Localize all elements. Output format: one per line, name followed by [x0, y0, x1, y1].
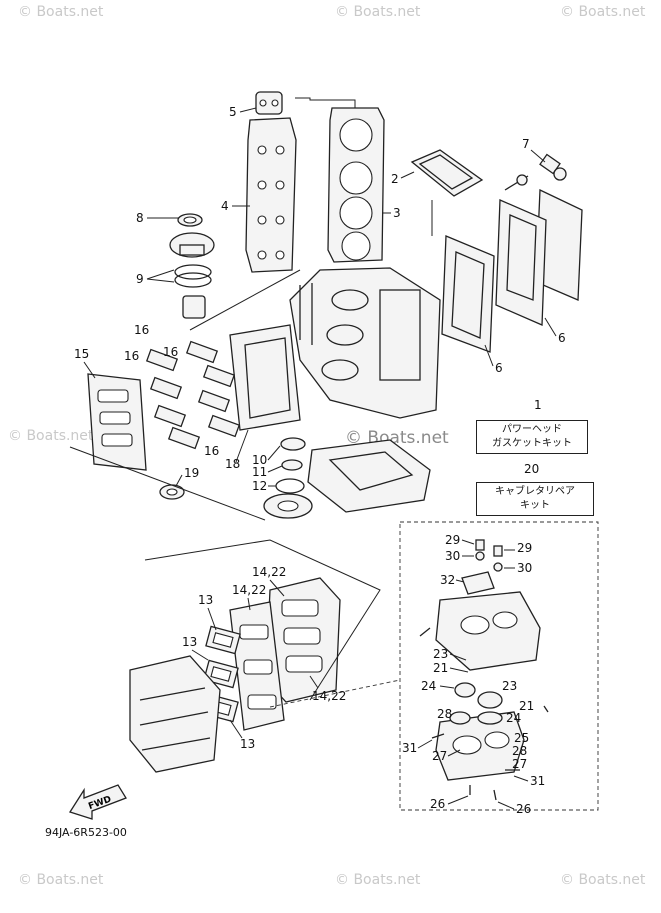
- part-7-fasteners: [504, 153, 567, 191]
- part-4-cover: [245, 117, 297, 273]
- part-2-gasket: [410, 149, 484, 197]
- callout-27a: 27: [432, 749, 447, 763]
- carburetor-top: [435, 571, 541, 671]
- kit-20-number: 20: [524, 462, 540, 476]
- screws-and-jets: [419, 539, 549, 801]
- callout-28a: 28: [437, 707, 452, 721]
- callout-21a: 21: [433, 661, 448, 675]
- callout-11: 11: [252, 465, 267, 479]
- kit-20-box: キャブレタリペア キット: [476, 482, 594, 516]
- part-8-seal: [177, 213, 203, 227]
- kit-20-line-1: キャブレタリペア: [495, 486, 575, 497]
- kit-1-line-1: パワーヘッド: [502, 424, 562, 435]
- callout-3: 3: [393, 206, 401, 220]
- callout-25a: 26: [430, 797, 445, 811]
- callout-29b: 29: [517, 541, 532, 555]
- callout-16c: 16: [163, 345, 178, 359]
- float-parts: [449, 682, 503, 725]
- part-9-housing: [169, 232, 215, 319]
- callout-15: 15: [74, 347, 89, 361]
- watermark-bottom-left: © Boats.net: [18, 872, 104, 888]
- callout-4: 4: [221, 199, 229, 213]
- part-19-gasket: [159, 484, 185, 500]
- carburetor-bowl: [435, 711, 525, 781]
- fwd-arrow: [68, 784, 127, 820]
- watermark-bottom-center: © Boats.net: [335, 872, 421, 888]
- callout-6b: 6: [495, 361, 503, 375]
- callout-9: 9: [136, 272, 144, 286]
- watermark-top-right: © Boats.net: [560, 4, 646, 20]
- carburetor-group-box: [399, 521, 599, 811]
- callout-14-22c: 14,22: [312, 689, 346, 703]
- callout-13a: 13: [198, 593, 213, 607]
- callout-21b: 21: [519, 699, 534, 713]
- part-10-11-12-seals: [263, 437, 313, 519]
- part-14-22-gasket: [229, 601, 285, 731]
- callout-23a: 23: [433, 647, 448, 661]
- part-15-intake-plate: [87, 373, 147, 471]
- kit-20-line-2: キット: [520, 500, 550, 511]
- callout-28b: 28: [512, 744, 527, 758]
- base-gasket: [307, 439, 431, 513]
- callout-24a: 24: [421, 679, 436, 693]
- callout-14-22b: 14,22: [232, 583, 266, 597]
- callout-24b: 24: [506, 711, 521, 725]
- watermark-mid-left: © Boats.net: [8, 428, 94, 444]
- watermark-bottom-right: © Boats.net: [560, 872, 646, 888]
- callout-16b: 16: [124, 349, 139, 363]
- callout-31a: 31: [402, 741, 417, 755]
- callout-23b: 23: [502, 679, 517, 693]
- callout-6a: 6: [558, 331, 566, 345]
- group-line-head: [295, 97, 356, 108]
- callout-13c: 13: [240, 737, 255, 751]
- group-line-intake: [69, 446, 381, 701]
- diagram-code: 94JA-6R523-00: [45, 826, 127, 839]
- callout-32: 32: [440, 573, 455, 587]
- callout-27b: 27: [512, 757, 527, 771]
- callout-26: 25: [514, 731, 529, 745]
- part-3-head-gasket: [327, 107, 385, 263]
- part-5-cap: [255, 91, 283, 115]
- callout-numbers: 5 4 3 2 7 6 6 8 9 15 16 16 16 16 18: [74, 105, 566, 816]
- callout-31b: 31: [530, 774, 545, 788]
- callout-16a: 16: [134, 323, 149, 337]
- callout-2: 2: [391, 172, 399, 186]
- callout-8: 8: [136, 211, 144, 225]
- kit-1-number: 1: [534, 398, 542, 412]
- watermark-top-left: © Boats.net: [18, 4, 104, 20]
- kit-1-box: パワーヘッド ガスケットキット: [476, 420, 588, 454]
- callout-30a: 30: [445, 549, 460, 563]
- callout-25b: 26: [516, 802, 531, 816]
- callout-19: 19: [184, 466, 199, 480]
- callout-29a: 29: [445, 533, 460, 547]
- callout-14-22a: 14,22: [252, 565, 286, 579]
- part-16-gaskets: [145, 340, 241, 450]
- part-6-exhaust-gaskets: [441, 188, 583, 353]
- engine-block: [229, 267, 441, 431]
- callout-30b: 30: [517, 561, 532, 575]
- kit-1-line-2: ガスケットキット: [492, 438, 572, 449]
- callout-16d: 16: [204, 444, 219, 458]
- group-line-bearing: [189, 269, 301, 331]
- callout-12: 12: [252, 479, 267, 493]
- callout-5: 5: [229, 105, 237, 119]
- carburetor-group-link: [269, 679, 401, 708]
- silencer-cover: [129, 655, 221, 773]
- watermark-top-center: © Boats.net: [335, 4, 421, 20]
- callout-7: 7: [522, 137, 530, 151]
- callout-13b: 13: [182, 635, 197, 649]
- callout-10: 10: [252, 453, 267, 467]
- callout-18: 18: [225, 457, 240, 471]
